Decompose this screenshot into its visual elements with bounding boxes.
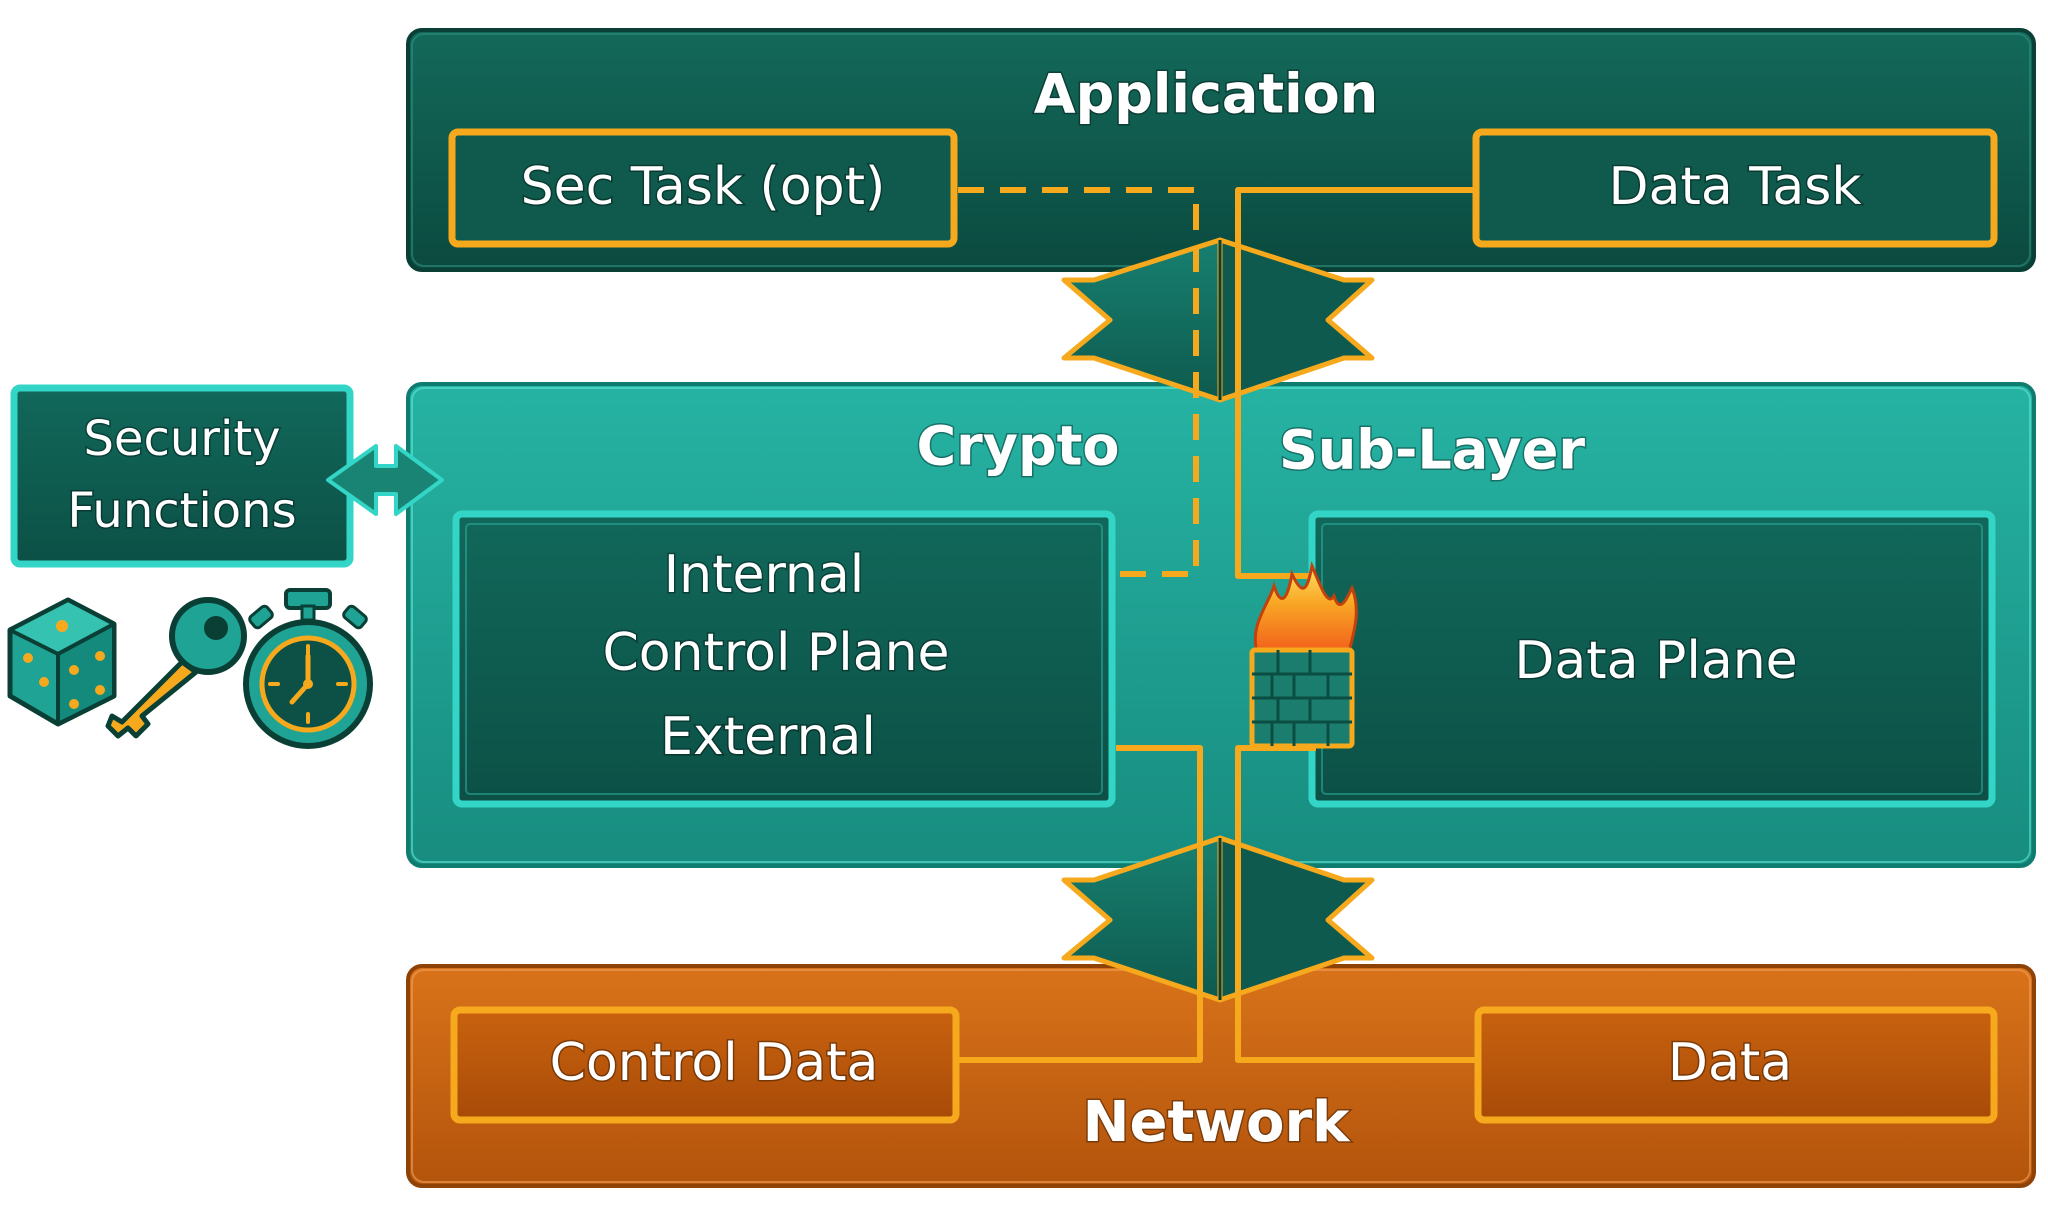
data-plane-label: Data Plane bbox=[1514, 631, 1797, 691]
data-task-label: Data Task bbox=[1609, 157, 1862, 217]
crypto-label: Crypto bbox=[916, 415, 1119, 478]
sec-task-label: Sec Task (opt) bbox=[521, 157, 886, 217]
key-icon bbox=[105, 597, 247, 739]
security-functions-line1: Security bbox=[83, 411, 280, 467]
control-data-box[interactable]: Control Data bbox=[450, 1006, 960, 1124]
crypto-sublayer: Crypto Sub-Layer Internal Control Plane … bbox=[406, 382, 2036, 868]
stopwatch-icon bbox=[243, 588, 373, 749]
firewall-icon bbox=[1249, 560, 1358, 749]
data-box[interactable]: Data bbox=[1474, 1006, 1998, 1124]
control-plane-internal: Internal bbox=[664, 545, 864, 605]
application-layer: Application Sec Task (opt) Data Task bbox=[406, 28, 2036, 272]
data-label: Data bbox=[1668, 1033, 1792, 1093]
sec-task-box[interactable]: Sec Task (opt) bbox=[448, 128, 958, 248]
dice-icon bbox=[7, 597, 117, 727]
lower-double-arrow-icon bbox=[1061, 835, 1375, 1003]
data-plane-box[interactable]: Data Plane bbox=[1308, 510, 1996, 808]
security-functions-line2: Functions bbox=[67, 483, 296, 539]
upper-double-arrow-icon bbox=[1061, 237, 1375, 403]
control-data-connector bbox=[956, 745, 1203, 1063]
double-arrow-icon bbox=[326, 444, 444, 516]
security-functions-box[interactable]: Security Functions bbox=[10, 384, 354, 568]
sec-task-dashed-connector bbox=[958, 187, 1199, 577]
data-task-connector bbox=[1235, 187, 1476, 579]
application-label: Application bbox=[1034, 63, 1378, 126]
network-layer: Network Control Data Data bbox=[406, 964, 2036, 1188]
sublayer-label: Sub-Layer bbox=[1279, 419, 1585, 482]
control-plane-label: Control Plane bbox=[602, 623, 949, 683]
network-label: Network bbox=[1083, 1090, 1351, 1155]
control-plane-external: External bbox=[660, 707, 876, 767]
control-plane-box[interactable]: Internal Control Plane External bbox=[452, 510, 1116, 808]
control-data-label: Control Data bbox=[550, 1033, 879, 1093]
data-task-box[interactable]: Data Task bbox=[1472, 128, 1998, 248]
